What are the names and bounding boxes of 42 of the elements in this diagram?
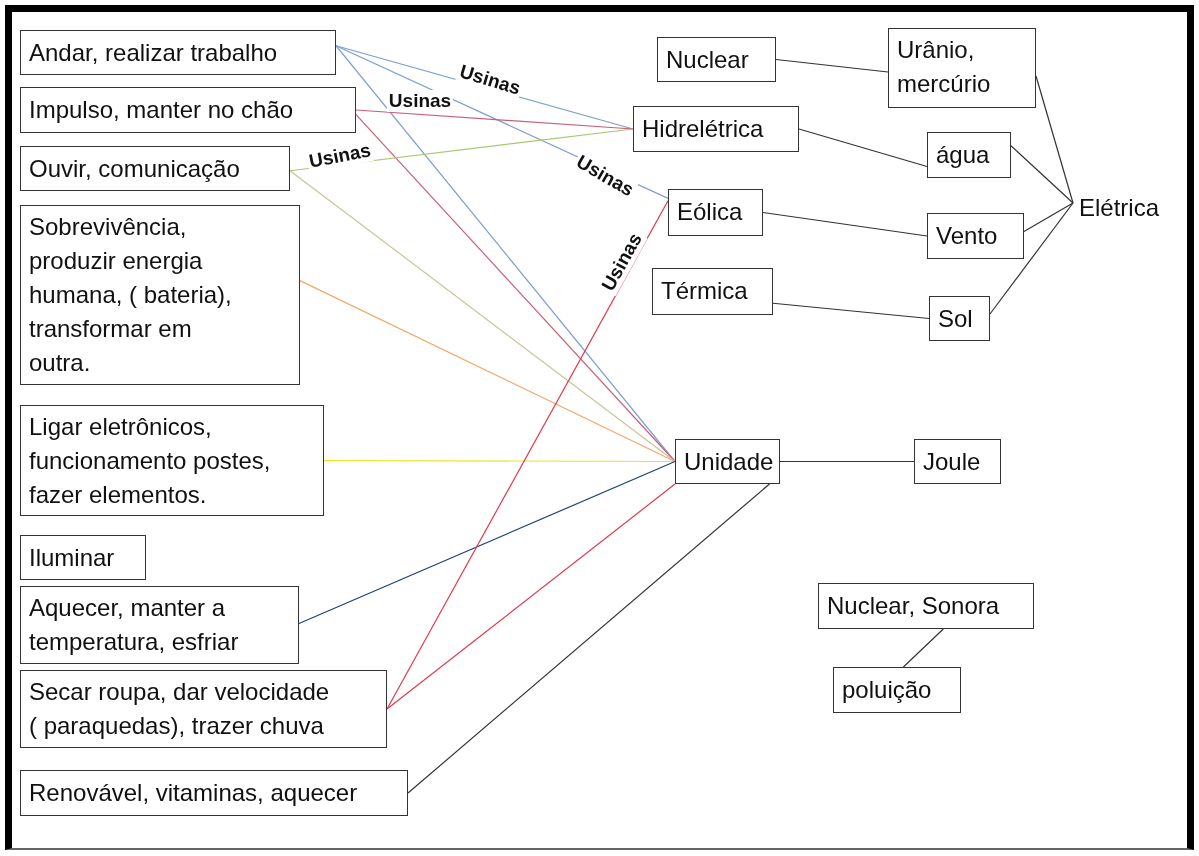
connector-line bbox=[299, 280, 676, 463]
edge-label: Usinas bbox=[386, 90, 454, 112]
connector-line bbox=[386, 483, 676, 710]
connector-line bbox=[902, 628, 944, 668]
connector-line bbox=[289, 170, 676, 463]
connector-line bbox=[407, 483, 771, 794]
connector-line bbox=[779, 460, 915, 463]
connector-line bbox=[989, 202, 1074, 315]
text-box: poluição bbox=[833, 667, 961, 713]
connector-line bbox=[1010, 145, 1074, 204]
connector-line bbox=[775, 58, 889, 73]
connector-line bbox=[355, 114, 676, 463]
connector-line bbox=[355, 109, 634, 130]
text-box: Nuclear bbox=[657, 37, 776, 82]
text-box: Vento bbox=[927, 213, 1024, 259]
text-box: Eólica bbox=[668, 189, 763, 236]
text-box: Aquecer, manter a temperatura, esfriar bbox=[20, 586, 299, 664]
text-box: Unidade bbox=[675, 439, 780, 484]
node-label: Elétrica bbox=[1073, 186, 1185, 220]
connector-line bbox=[386, 200, 669, 710]
text-box: Ligar eletrônicos, funcionamento postes, fazer elementos. bbox=[20, 405, 324, 516]
text-box: Térmica bbox=[652, 268, 773, 315]
text-box: Sobrevivência, produzir energia humana, ( bateria), transformar em outra. bbox=[20, 205, 300, 385]
text-box: água bbox=[927, 132, 1011, 178]
connector-line bbox=[1035, 75, 1074, 204]
text-box: Joule bbox=[914, 439, 1001, 484]
connector-line bbox=[772, 302, 930, 320]
connector-line bbox=[798, 128, 928, 168]
text-box: Andar, realizar trabalho bbox=[20, 30, 336, 75]
text-box: Impulso, manter no chão bbox=[20, 87, 356, 133]
text-box: Renovável, vitaminas, aquecer bbox=[20, 770, 408, 816]
text-box: Iluminar bbox=[20, 535, 146, 580]
connector-line bbox=[323, 459, 676, 463]
text-box: Ouvir, comunicação bbox=[20, 146, 290, 191]
connector-line bbox=[298, 460, 676, 625]
text-box: Hidrelétrica bbox=[633, 106, 799, 152]
text-box: Nuclear, Sonora bbox=[818, 583, 1034, 629]
text-box: Urânio, mercúrio bbox=[888, 28, 1036, 108]
text-box: Secar roupa, dar velocidade ( paraquedas), trazer chuva bbox=[20, 670, 387, 748]
connector-line bbox=[1023, 202, 1074, 232]
text-box: Sol bbox=[929, 296, 990, 341]
connector-line bbox=[762, 211, 928, 237]
